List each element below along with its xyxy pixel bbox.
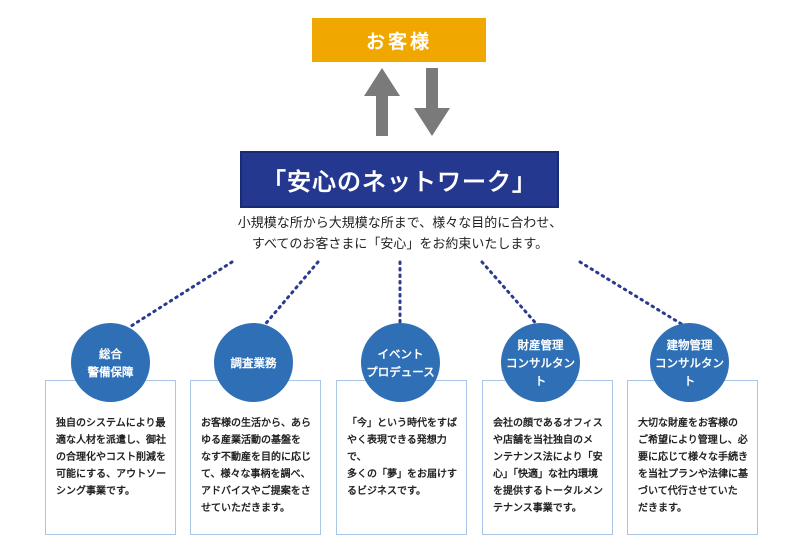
service-text: 会社の顔であるオフィス や店舗を当社独自のメ ンテナンス法により「安 心」「快適… <box>493 418 603 514</box>
service-circle-security: 総合 警備保障 <box>71 323 150 402</box>
connector-line-2 <box>260 260 320 330</box>
customer-box: お客様 <box>312 18 486 62</box>
service-text: 「今」という時代をすば やく表現できる発想力で、 多くの「夢」をお届けす るビジ… <box>347 418 457 497</box>
service-circle-building: 建物管理 コンサルタント <box>650 323 729 402</box>
service-card-building: 大切な財産をお客様の ご希望により管理し、必 要に応じて様々な手続き を当社プラ… <box>627 380 758 535</box>
service-circle-event: イベント プロデュース <box>361 323 440 402</box>
service-card-research: お客様の生活から、あら ゆる産業活動の基盤を なす不動産を目的に応じ て、様々な… <box>190 380 321 535</box>
connector-line-4 <box>480 260 542 330</box>
down-arrow-icon <box>414 68 450 136</box>
service-card-event: 「今」という時代をすば やく表現できる発想力で、 多くの「夢」をお届けす るビジ… <box>336 380 467 535</box>
connector-line-5 <box>578 260 690 330</box>
service-card-security: 独自のシステムにより最 適な人材を派遣し、御社 の合理化やコスト削減を 可能にす… <box>45 380 176 535</box>
service-text: お客様の生活から、あら ゆる産業活動の基盤を なす不動産を目的に応じ て、様々な… <box>201 418 311 514</box>
customer-label: お客様 <box>365 30 432 53</box>
description-line-1: 小規模な所から大規模な所まで、様々な目的に合わせ、 <box>237 216 563 231</box>
service-circle-research: 調査業務 <box>214 323 293 402</box>
up-arrow-icon <box>364 68 400 136</box>
service-text: 独自のシステムにより最 適な人材を派遣し、御社 の合理化やコスト削減を 可能にす… <box>56 418 167 497</box>
connector-line-1 <box>126 260 234 330</box>
network-title-box: 「安心のネットワーク」 <box>240 151 559 208</box>
service-text: 大切な財産をお客様の ご希望により管理し、必 要に応じて様々な手続き を当社プラ… <box>638 418 748 514</box>
network-title: 「安心のネットワーク」 <box>262 168 537 196</box>
service-circle-asset: 財産管理 コンサルタント <box>501 323 580 402</box>
description-line-2: すべてのお客さまに「安心」をお約束いたします。 <box>251 237 549 252</box>
service-card-asset: 会社の顔であるオフィス や店舗を当社独自のメ ンテナンス法により「安 心」「快適… <box>482 380 613 535</box>
description: 小規模な所から大規模な所まで、様々な目的に合わせ、 すべてのお客さまに「安心」を… <box>200 213 600 255</box>
